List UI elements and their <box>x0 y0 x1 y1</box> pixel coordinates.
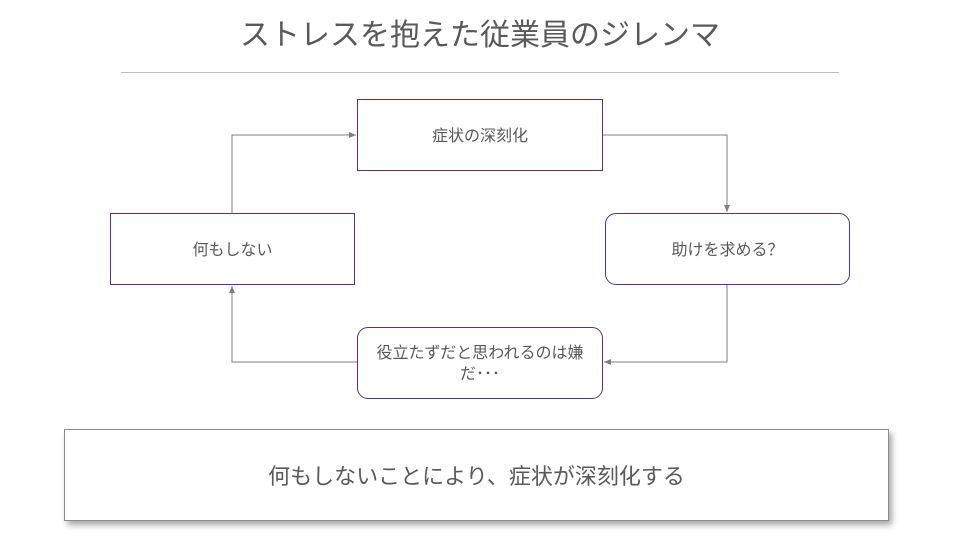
connector-bottom-to-left <box>229 286 357 363</box>
node-symptom-worsening-label: 症状の深刻化 <box>431 125 528 145</box>
node-fear-of-uselessness-label: 役立たずだと思われるのは嫌だ･･･ <box>376 343 584 383</box>
node-do-nothing: 何もしない <box>110 213 355 285</box>
connector-right-to-bottom <box>604 285 728 365</box>
node-seek-help: 助けを求める？ <box>605 213 850 285</box>
conclusion-text: 何もしないことにより、症状が深刻化する <box>268 465 685 490</box>
node-fear-of-uselessness: 役立たずだと思われるのは嫌だ･･･ <box>357 327 603 399</box>
node-seek-help-label: 助けを求める？ <box>671 239 784 259</box>
diagram-title: ストレスを抱えた従業員のジレンマ <box>240 18 720 53</box>
node-symptom-worsening: 症状の深刻化 <box>357 99 603 171</box>
node-do-nothing-label: 何もしない <box>192 239 273 259</box>
title-divider <box>121 72 839 73</box>
connector-top-to-right <box>603 134 730 212</box>
conclusion-box: 何もしないことにより、症状が深刻化する <box>64 429 889 521</box>
connector-left-to-top <box>231 132 356 213</box>
